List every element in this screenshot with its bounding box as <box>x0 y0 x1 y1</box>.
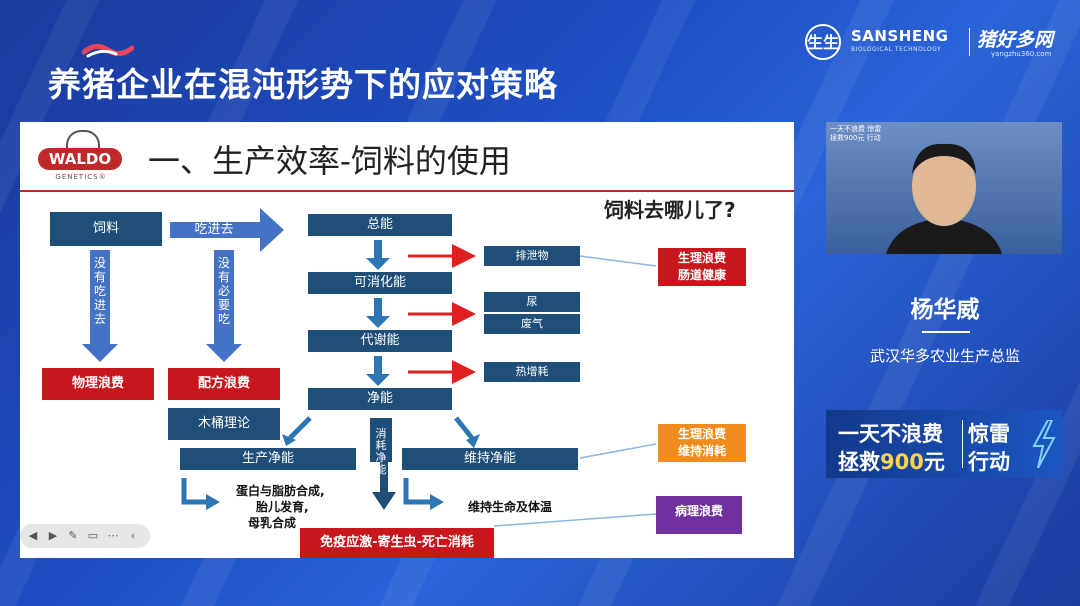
slide-header-line <box>20 190 794 192</box>
scribble-mark <box>82 44 134 58</box>
physio-waste-gut-box: 生理浪费 肠道健康 <box>658 248 746 286</box>
brand-mark: 生生 <box>805 24 841 60</box>
slide-toolbar: ◀ ▶ ✎ ▭ ⋯ ‹ <box>20 524 150 548</box>
video-overlay-text-1: 一天不浪费 惊雷 <box>830 125 882 133</box>
prev-icon[interactable]: ◀ <box>28 529 38 542</box>
formula-waste-box: 配方浪费 <box>168 368 280 400</box>
campaign-line2-suffix: 元 <box>923 450 945 474</box>
production-net-energy-box: 生产净能 <box>180 448 356 470</box>
presentation-slide: WALDO GENETICS® 一、生产效率-饲料的使用 饲料去哪儿了? <box>20 122 794 558</box>
slide-title: 一、生产效率-饲料的使用 <box>148 142 511 180</box>
gut-health-label: 肠道健康 <box>677 268 726 282</box>
metabolizable-energy-box: 代谢能 <box>308 330 452 352</box>
flow-arrows <box>170 208 657 527</box>
campaign-line1: 一天不浪费 <box>838 422 943 446</box>
brand-name: SANSHENG <box>851 27 949 45</box>
split-arrow-icons <box>288 416 474 440</box>
campaign-banner: 一天不浪费 拯救900元 惊雷 行动 <box>826 410 1062 478</box>
campaign-number: 900 <box>880 450 924 474</box>
production-desc-3: 母乳合成 <box>248 516 297 530</box>
waldo-cap-icon <box>66 130 100 152</box>
presenter-name: 杨华威 <box>910 297 980 323</box>
physio-waste-label-1: 生理浪费 <box>677 251 726 265</box>
brand-cn: 猪好多网 <box>977 29 1054 51</box>
maintenance-desc: 维持生命及体温 <box>468 500 553 514</box>
gas-box: 废气 <box>484 314 580 334</box>
pathological-waste-box: 病理浪费 <box>656 496 742 534</box>
consume-net-arrow <box>370 418 392 462</box>
not-eaten-arrow <box>90 250 110 346</box>
not-needed-label: 没有必要吃 <box>217 256 230 326</box>
maintenance-net-energy-box: 维持净能 <box>402 448 578 470</box>
pen-icon[interactable]: ✎ <box>68 529 78 542</box>
urine-box: 尿 <box>484 292 580 312</box>
lightning-icon <box>1032 420 1056 468</box>
net-energy-box: 净能 <box>308 388 452 410</box>
brand-logo: 生生 SANSHENG BIOLOGICAL TECHNOLOGY 猪好多网 y… <box>805 24 1065 64</box>
feed-box: 饲料 <box>50 212 162 246</box>
more-icon[interactable]: ⋯ <box>107 529 119 542</box>
maintenance-consumption-label: 维持消耗 <box>677 444 726 458</box>
loss-arrow-icons <box>408 244 476 384</box>
campaign-right2: 行动 <box>968 450 1010 474</box>
down-arrow-icons <box>366 240 390 386</box>
presenter-role: 武汉华多农业生产总监 <box>869 347 1020 365</box>
immune-stress-box: 免疫应激-寄生虫-死亡消耗 <box>300 528 494 558</box>
consume-net-label: 消耗净能 <box>375 427 387 476</box>
excreta-box: 排泄物 <box>484 246 580 266</box>
heat-box: 热增耗 <box>484 362 580 382</box>
campaign-divider <box>962 420 963 468</box>
eaten-label: 吃进去 <box>194 222 234 237</box>
presenter-avatar <box>886 143 1002 254</box>
physical-waste-box: 物理浪费 <box>42 368 154 400</box>
barrel-theory-box: 木桶理论 <box>168 408 280 440</box>
physio-waste-label-2: 生理浪费 <box>677 427 726 441</box>
screen-icon[interactable]: ▭ <box>87 529 99 542</box>
slide-question: 饲料去哪儿了? <box>604 198 736 222</box>
campaign-right1: 惊雷 <box>968 422 1010 446</box>
gross-energy-box: 总能 <box>308 214 452 236</box>
brand-divider <box>969 28 970 56</box>
waldo-logo-text: WALDO <box>38 148 122 170</box>
not-eaten-label: 没有吃进去 <box>93 256 106 326</box>
campaign-line2: 拯救900元 <box>838 446 945 476</box>
brand-url: yangzhu360.com <box>991 50 1052 58</box>
name-divider <box>922 331 970 333</box>
presenter-video: 一天不浪费 惊雷 拯救900元 行动 <box>826 122 1062 254</box>
production-desc-1: 蛋白与脂肪合成, <box>236 484 325 498</box>
right-arrow-icon <box>170 208 284 252</box>
waldo-logo: WALDO GENETICS® <box>36 128 128 184</box>
waldo-logo-sub: GENETICS® <box>55 173 107 181</box>
connector-lines <box>493 255 657 527</box>
campaign-line2-prefix: 拯救 <box>838 450 880 474</box>
physio-waste-maint-box: 生理浪费 维持消耗 <box>658 424 746 462</box>
video-overlay-text-2: 拯救900元 行动 <box>830 134 881 142</box>
production-desc-2: 胎儿发育, <box>256 500 309 514</box>
digestible-energy-box: 可消化能 <box>308 272 452 294</box>
next-icon[interactable]: ▶ <box>48 529 58 542</box>
brand-sub: BIOLOGICAL TECHNOLOGY <box>851 46 942 53</box>
not-needed-arrow <box>214 250 234 346</box>
page-title: 养猪企业在混沌形势下的应对策略 <box>48 65 558 104</box>
collapse-icon[interactable]: ‹ <box>130 529 136 542</box>
